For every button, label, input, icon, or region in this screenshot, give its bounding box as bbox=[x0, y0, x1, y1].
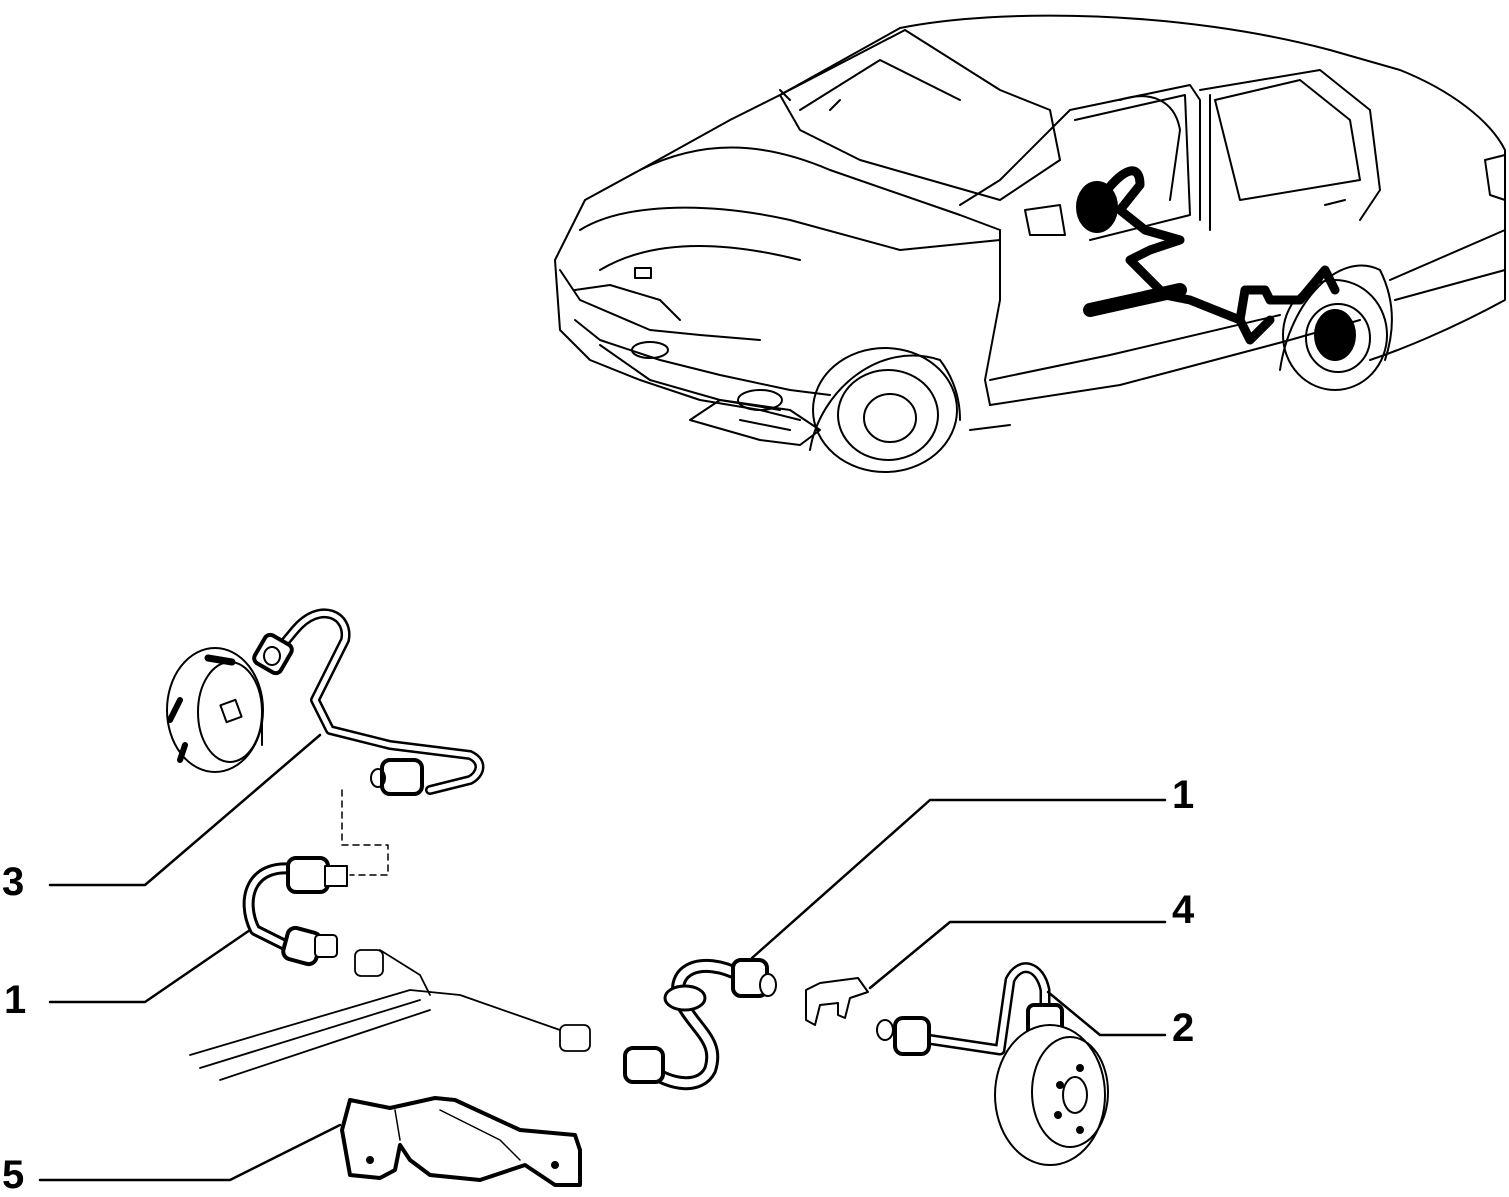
part-1-s-brake-pipe bbox=[623, 958, 777, 1091]
leader-5 bbox=[38, 1123, 342, 1182]
callout-1-left: 1 bbox=[4, 978, 27, 1022]
leader-lines bbox=[38, 733, 1167, 1182]
leader-4 bbox=[868, 920, 1167, 990]
callout-5: 5 bbox=[2, 1153, 25, 1197]
callout-4: 4 bbox=[1172, 888, 1195, 932]
callout-3: 3 bbox=[2, 860, 25, 904]
part-5-support-bracket bbox=[340, 1096, 582, 1187]
part-1-u-brake-pipe bbox=[242, 856, 348, 967]
callout-1-middle: 1 bbox=[1172, 773, 1195, 817]
highlighted-brake-lines bbox=[1076, 166, 1356, 361]
leader-3 bbox=[48, 733, 322, 887]
callout-2: 2 bbox=[1172, 1006, 1195, 1050]
part-2-rear-brake-pipe-assembly bbox=[876, 962, 1109, 1166]
part-3-front-brake-pipe-assembly bbox=[166, 608, 485, 876]
leader-1-middle bbox=[750, 798, 1167, 960]
leader-1-left bbox=[48, 928, 252, 1004]
part-4-bracket bbox=[805, 977, 869, 1026]
leader-2 bbox=[1046, 990, 1167, 1037]
floor-brake-lines bbox=[189, 949, 591, 1081]
car-illustration bbox=[554, 14, 1506, 473]
